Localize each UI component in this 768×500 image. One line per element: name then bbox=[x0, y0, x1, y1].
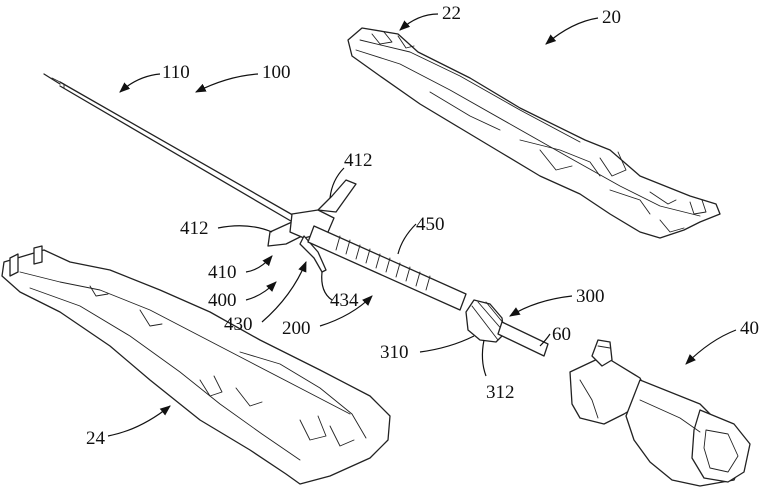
ref-412-top-label: 412 bbox=[344, 150, 373, 171]
ref-300-label: 300 bbox=[576, 286, 605, 307]
ref-430-label: 430 bbox=[224, 314, 253, 335]
leader-lines bbox=[107, 13, 737, 437]
ref-400-label: 400 bbox=[208, 290, 237, 311]
ref-410-label: 410 bbox=[208, 262, 237, 283]
reference-labels: 110 100 22 20 412 412 450 410 400 430 43… bbox=[86, 3, 759, 449]
ref-310-label: 310 bbox=[380, 342, 409, 363]
spring-subassembly bbox=[307, 225, 549, 357]
ref-100-label: 100 bbox=[262, 62, 291, 83]
ref-450-label: 450 bbox=[416, 214, 445, 235]
ref-412-left-label: 412 bbox=[180, 218, 209, 239]
ref-434-label: 434 bbox=[330, 290, 359, 311]
ref-24-label: 24 bbox=[86, 428, 106, 449]
ref-22-label: 22 bbox=[442, 3, 461, 24]
upper-housing-half bbox=[347, 27, 721, 239]
ref-20-label: 20 bbox=[602, 7, 621, 28]
ref-200-label: 200 bbox=[282, 318, 311, 339]
lower-housing-half bbox=[1, 245, 391, 485]
ref-40-label: 40 bbox=[740, 318, 759, 339]
ref-60-label: 60 bbox=[552, 324, 571, 345]
ref-312-label: 312 bbox=[486, 382, 515, 403]
ref-110-label: 110 bbox=[162, 62, 190, 83]
motor-unit bbox=[569, 339, 751, 487]
